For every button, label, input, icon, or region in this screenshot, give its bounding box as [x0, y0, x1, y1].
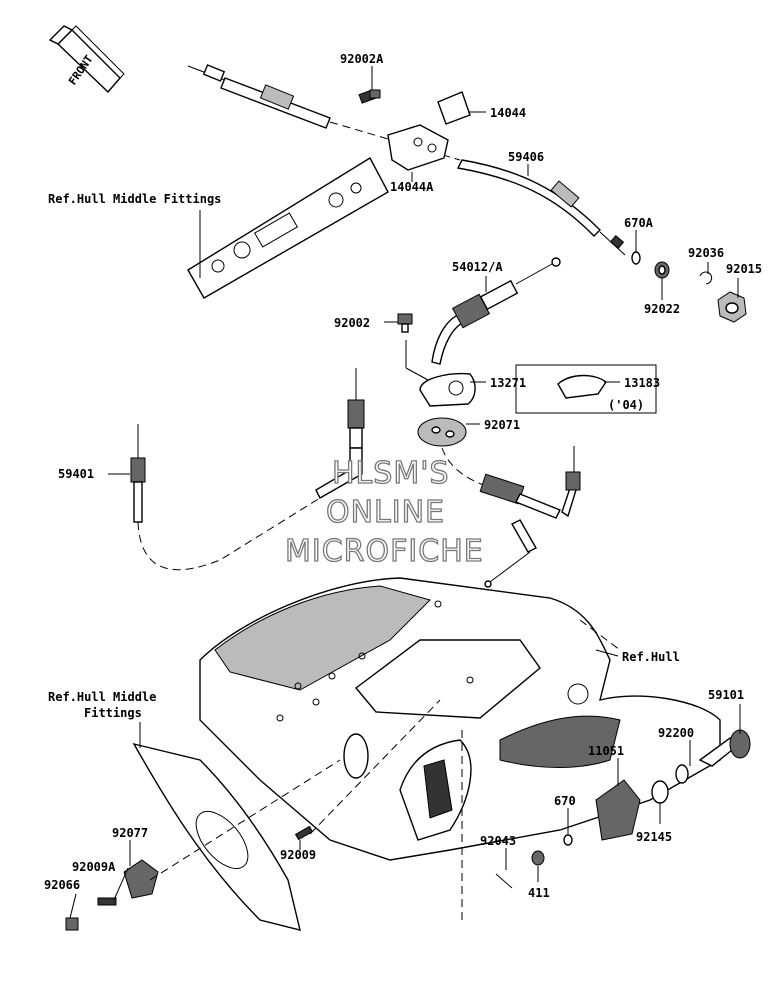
callout-14044A: 14044A: [390, 180, 434, 194]
screw-92009A: [97, 897, 117, 906]
washer-92022: [654, 261, 670, 279]
cover-14044: [437, 91, 471, 125]
callout-59101: 59101: [708, 688, 745, 702]
callout-670: 670: [554, 794, 576, 808]
cable-right-choke: [441, 446, 581, 588]
plate-13183-box: [515, 364, 657, 414]
callout-ref-hull-middle-bottom-line1: Ref.Hull Middle: [48, 690, 157, 704]
watermark-line1: HLSM'S: [331, 456, 450, 491]
nut-92066: [65, 917, 79, 931]
hull-middle-plate-bottom: [132, 733, 369, 931]
callout-411: 411: [528, 886, 550, 900]
callout-92043: 92043: [480, 834, 517, 848]
watermark-line3: MICROFICHE: [284, 534, 484, 569]
hull-body: [199, 577, 721, 861]
watermark-line2: ONLINE: [325, 495, 446, 530]
knob-59101: [698, 729, 751, 767]
callout-92022: 92022: [644, 302, 681, 316]
bolt-92002A: [358, 89, 381, 104]
callout-ref-hull-middle-bottom-line2: Fittings: [84, 706, 142, 720]
callout-92002: 92002: [334, 316, 371, 330]
oring-670A: [631, 251, 641, 265]
callout-59401: 59401: [58, 467, 95, 481]
hull-middle-plate-top: [187, 157, 389, 299]
washer-92200: [675, 764, 689, 784]
callout-670A: 670A: [624, 216, 653, 230]
callout-59406: 59406: [508, 150, 545, 164]
callout-92036: 92036: [688, 246, 725, 260]
callout-92071: 92071: [484, 418, 521, 432]
nut-92015: [717, 291, 747, 323]
callout-ref-hull: Ref.Hull: [622, 650, 680, 664]
callout-92077: 92077: [112, 826, 149, 840]
callout-13183: 13183: [624, 376, 661, 390]
plate-13271: [419, 372, 476, 407]
callout-92009: 92009: [280, 848, 317, 862]
pin-92043: [495, 873, 513, 889]
callout-92002A: 92002A: [340, 52, 384, 66]
ring-92145: [651, 780, 669, 804]
callout-92200: 92200: [658, 726, 695, 740]
oring-670: [563, 834, 573, 846]
clip-92036: [699, 271, 713, 285]
cap-92077: [123, 859, 159, 899]
callout-13183-note: ('04): [608, 398, 645, 412]
bracket-14044A: [387, 124, 449, 171]
callout-92015: 92015: [726, 262, 763, 276]
front-arrow-icon: [48, 25, 125, 94]
plate-11051: [595, 779, 641, 841]
callout-92066: 92066: [44, 878, 81, 892]
callout-14044: 14044: [490, 106, 527, 120]
screw-92009: [294, 825, 314, 841]
callout-92145: 92145: [636, 830, 673, 844]
washer-411: [531, 850, 545, 866]
callout-ref-hull-middle-top: Ref.Hull Middle Fittings: [48, 192, 222, 206]
callout-92009A: 92009A: [72, 860, 116, 874]
leader-lines: [69, 66, 741, 920]
cable-54012A: [431, 257, 561, 365]
callout-54012A: 54012/A: [452, 260, 503, 274]
cable-59401: [130, 368, 365, 571]
callout-11051: 11051: [588, 744, 625, 758]
grommet-92071: [417, 417, 467, 447]
bolt-92002: [397, 313, 413, 333]
callout-13271: 13271: [490, 376, 527, 390]
